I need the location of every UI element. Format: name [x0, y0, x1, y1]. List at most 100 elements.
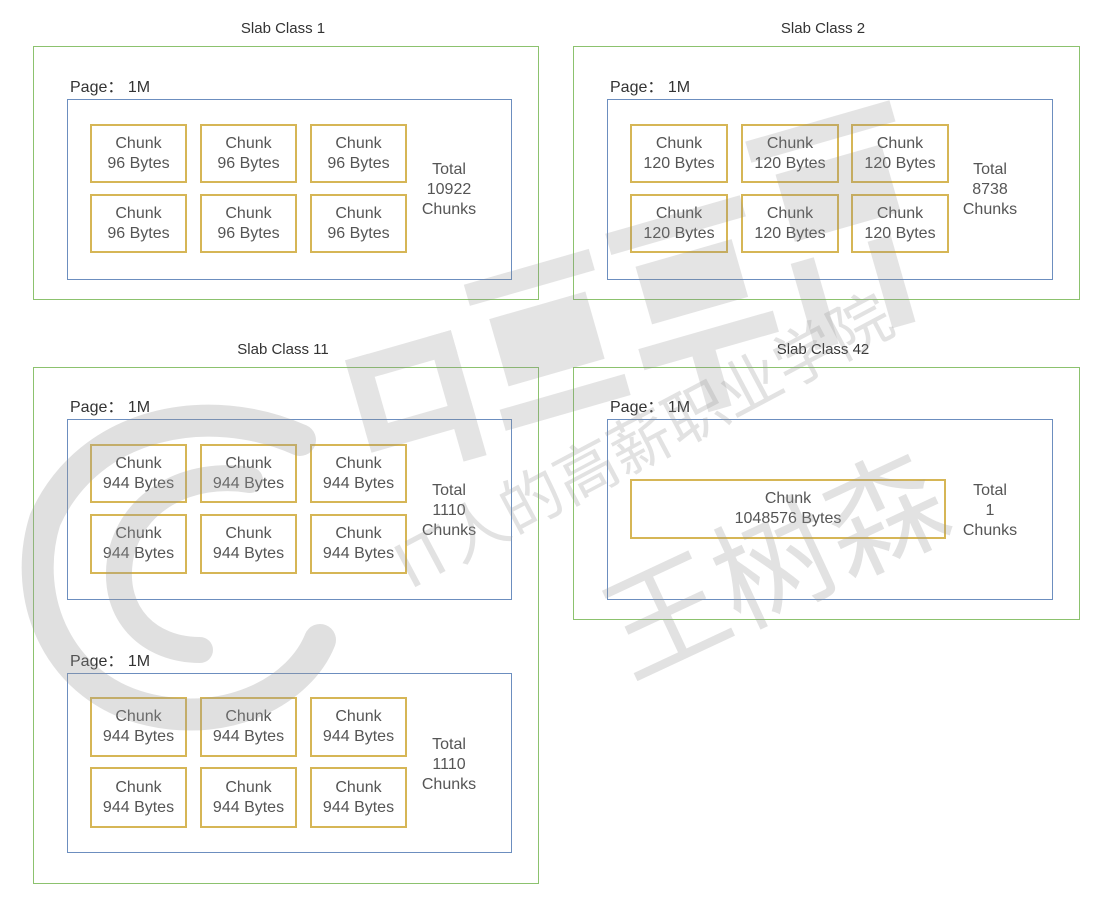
total-line: Total [432, 736, 466, 753]
page-box [607, 419, 1053, 600]
chunk-box: Chunk 944 Bytes [310, 444, 407, 503]
page-label: Page： 1M [70, 399, 151, 416]
chunk-label: Chunk [764, 490, 812, 507]
total-unit: Chunks [421, 522, 477, 539]
chunk-label: Chunk [655, 204, 703, 222]
chunk-box: Chunk 944 Bytes [90, 514, 187, 574]
chunk-size: 944 Bytes [102, 474, 175, 492]
slab-class-box [33, 367, 539, 884]
total-count: 1 [985, 502, 995, 519]
slab-class-title: Slab Class 42 [776, 341, 870, 358]
chunk-label: Chunk [115, 708, 162, 725]
chunk-size: 944 Bytes [102, 728, 175, 745]
page-box [67, 419, 512, 600]
chunk-box: Chunk 1048576 Bytes [630, 479, 946, 539]
chunk-size: 96 Bytes [217, 154, 280, 172]
chunk-size: 120 Bytes [643, 154, 715, 172]
chunk-size: 120 Bytes [864, 154, 936, 172]
chunk-box: Chunk 120 Bytes [741, 194, 839, 253]
chunk-box: Chunk 96 Bytes [200, 194, 297, 253]
chunk-label: Chunk [335, 708, 382, 725]
chunk-label: Chunk [766, 134, 814, 152]
chunk-size: 1048576 Bytes [734, 510, 842, 527]
slab-class-box [573, 367, 1080, 620]
chunk-label: Chunk [225, 778, 272, 796]
chunk-box: Chunk 120 Bytes [630, 194, 728, 253]
chunk-size: 96 Bytes [107, 224, 170, 242]
total-unit: Chunks [962, 201, 1018, 218]
chunk-label: Chunk [766, 204, 814, 222]
chunk-label: Chunk [225, 525, 272, 542]
chunk-size: 120 Bytes [643, 224, 715, 242]
chunk-label: Chunk [225, 454, 272, 472]
chunk-box: Chunk 96 Bytes [90, 124, 187, 183]
slab-class-box [573, 46, 1080, 300]
chunk-label: Chunk [115, 454, 162, 472]
chunk-box: Chunk 120 Bytes [851, 124, 949, 183]
chunk-label: Chunk [115, 525, 162, 542]
chunk-box: Chunk 96 Bytes [310, 124, 407, 183]
total-unit: Chunks [421, 776, 477, 793]
total-unit: Chunks [962, 522, 1018, 539]
slab-class-title: Slab Class 11 [237, 341, 329, 358]
chunk-size: 120 Bytes [754, 154, 826, 172]
chunk-box: Chunk 944 Bytes [310, 697, 407, 757]
slab-class-title: Slab Class 1 [240, 20, 326, 37]
chunk-size: 944 Bytes [102, 545, 175, 562]
total-line: Total [432, 161, 466, 178]
chunk-label: Chunk [335, 454, 382, 472]
chunk-label: Chunk [225, 134, 272, 152]
chunk-label: Chunk [225, 708, 272, 725]
page-label: Page： 1M [610, 399, 691, 416]
total-count: 1110 [432, 756, 466, 773]
chunk-size: 96 Bytes [217, 224, 280, 242]
chunk-label: Chunk [876, 134, 924, 152]
page-box [607, 99, 1053, 280]
chunk-size: 96 Bytes [327, 154, 390, 172]
chunk-box: Chunk 944 Bytes [200, 697, 297, 757]
slab-class-title: Slab Class 2 [780, 20, 866, 37]
chunk-box: Chunk 944 Bytes [90, 444, 187, 503]
chunk-label: Chunk [115, 778, 162, 796]
chunk-size: 120 Bytes [754, 224, 826, 242]
chunk-label: Chunk [225, 204, 272, 222]
chunk-label: Chunk [115, 134, 162, 152]
chunk-size: 944 Bytes [322, 474, 395, 492]
chunk-size: 96 Bytes [107, 154, 170, 172]
page-box [67, 99, 512, 280]
total-line: Total [432, 482, 466, 499]
chunk-size: 944 Bytes [212, 728, 285, 745]
chunk-box: Chunk 96 Bytes [200, 124, 297, 183]
chunk-size: 944 Bytes [102, 798, 175, 816]
chunk-box: Chunk 944 Bytes [200, 444, 297, 503]
chunk-label: Chunk [335, 204, 382, 222]
chunk-size: 96 Bytes [327, 224, 390, 242]
page-label: Page： 1M [610, 79, 691, 96]
total-count: 1110 [432, 502, 466, 519]
chunk-box: Chunk 120 Bytes [741, 124, 839, 183]
chunk-label: Chunk [335, 134, 382, 152]
chunk-box: Chunk 944 Bytes [90, 767, 187, 828]
chunk-box: Chunk 944 Bytes [90, 697, 187, 757]
total-count: 10922 [426, 181, 472, 198]
chunk-label: Chunk [115, 204, 162, 222]
total-line: Total [973, 482, 1007, 499]
chunk-label: Chunk [876, 204, 924, 222]
chunk-box: Chunk 96 Bytes [310, 194, 407, 253]
page-label: Page： 1M [70, 79, 151, 96]
chunk-size: 944 Bytes [212, 474, 285, 492]
chunk-size: 944 Bytes [322, 728, 395, 745]
page-label: Page： 1M [70, 653, 151, 670]
page-box [67, 673, 512, 853]
